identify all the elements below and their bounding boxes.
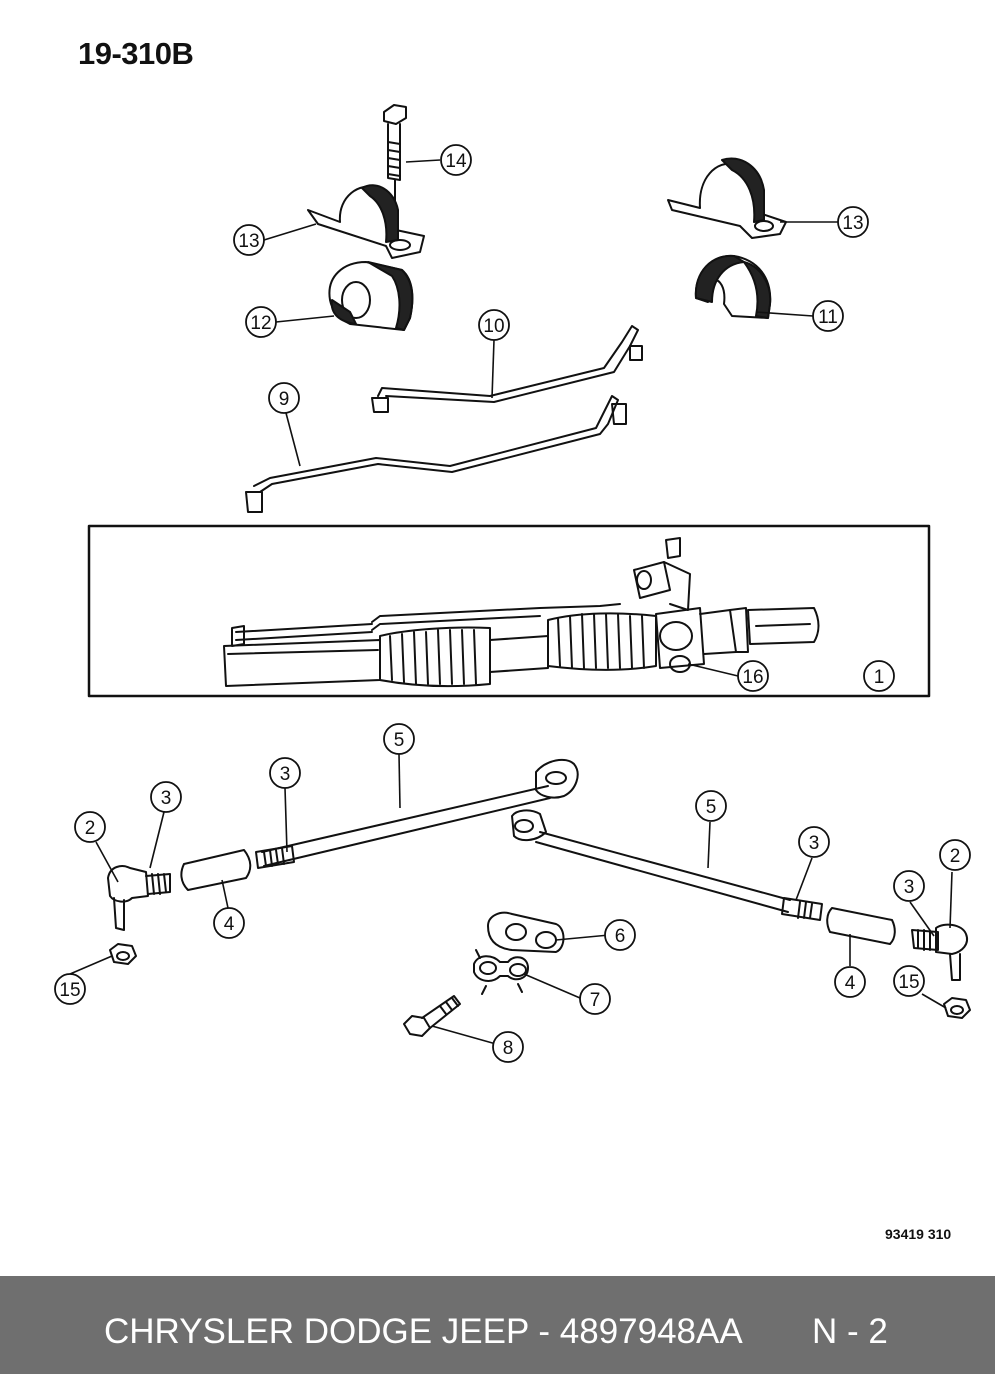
- tie-rod-end-right: [911, 923, 968, 981]
- adjuster-sleeve-left: [180, 849, 252, 891]
- leader-lines: [69, 159, 953, 1045]
- callout-label: 3: [280, 764, 291, 785]
- footer-title: CHRYSLER DODGE JEEP - 4897948AA: [104, 1312, 743, 1351]
- callout-15a: 15: [54, 973, 86, 1005]
- callout-label: 4: [224, 914, 235, 935]
- callout-4a: 4: [213, 907, 245, 939]
- mounting-plate: [487, 911, 565, 953]
- callout-label: 15: [59, 980, 80, 1001]
- callout-10: 10: [478, 309, 510, 341]
- tie-rod-right: [511, 809, 823, 921]
- steering-gear-rack: [223, 537, 820, 688]
- callout-label: 14: [445, 151, 467, 172]
- callout-12: 12: [245, 306, 277, 338]
- callout-2a: 2: [74, 811, 106, 843]
- nut-left: [109, 943, 137, 965]
- callout-label: 3: [904, 877, 915, 898]
- bushing-right: [694, 254, 772, 319]
- pressure-tube-upper: [371, 325, 643, 413]
- callout-5b: 5: [695, 790, 727, 822]
- callout-3a: 3: [269, 757, 301, 789]
- footer-page-number: N - 2: [812, 1312, 888, 1351]
- callout-6: 6: [604, 919, 636, 951]
- callout-label: 3: [161, 788, 172, 809]
- nut-right: [943, 997, 971, 1019]
- tie-rod-bolt: [403, 995, 461, 1037]
- return-tube-lower: [245, 395, 627, 513]
- callout-label: 12: [250, 313, 271, 334]
- callout-label: 5: [706, 797, 717, 818]
- lock-plate: [473, 949, 529, 995]
- callout-label: 16: [742, 667, 763, 688]
- callout-7: 7: [579, 983, 611, 1015]
- footer-bar: [0, 1276, 995, 1374]
- callout-label: 5: [394, 730, 405, 751]
- bushing-left: [328, 261, 414, 331]
- callout-16: 16: [737, 660, 769, 692]
- callout-label: 7: [590, 990, 601, 1011]
- callout-label: 15: [898, 972, 919, 993]
- tie-rod-end-left: [107, 865, 171, 931]
- page-code: 19-310B: [78, 36, 194, 71]
- callout-5a: 5: [383, 723, 415, 755]
- callout-label: 11: [818, 307, 838, 328]
- clamp-bracket-left: [307, 184, 425, 259]
- callout-bubbles: 14 13 12 13 11 10 9 16 1 5 3 3 2 4 15 5 …: [54, 144, 971, 1063]
- callout-13a: 13: [233, 224, 265, 256]
- adjuster-sleeve-right: [826, 907, 896, 945]
- callout-3c: 3: [798, 826, 830, 858]
- callout-3d: 3: [893, 870, 925, 902]
- callout-label: 9: [279, 389, 290, 410]
- drawing-reference-number: 93419 310: [885, 1226, 952, 1242]
- callout-label: 3: [809, 833, 820, 854]
- clamp-bracket-right: [667, 157, 787, 239]
- callout-13b: 13: [837, 206, 869, 238]
- callout-label: 2: [85, 818, 96, 839]
- callout-label: 4: [845, 973, 856, 994]
- callout-label: 13: [842, 213, 863, 234]
- callout-14: 14: [440, 144, 472, 176]
- callout-2b: 2: [939, 839, 971, 871]
- callout-label: 1: [874, 667, 885, 688]
- callout-9: 9: [268, 382, 300, 414]
- callout-label: 6: [615, 926, 626, 947]
- callout-8: 8: [492, 1031, 524, 1063]
- callout-4b: 4: [834, 966, 866, 998]
- callout-label: 2: [950, 846, 961, 867]
- rack-assembly-frame: [87, 524, 931, 698]
- callout-1: 1: [863, 660, 895, 692]
- callout-label: 13: [238, 231, 259, 252]
- tie-rod-left: [255, 758, 579, 869]
- callout-11: 11: [812, 300, 844, 332]
- bolt-part: [383, 104, 407, 239]
- callout-label: 10: [483, 316, 504, 337]
- callout-15b: 15: [893, 965, 925, 997]
- callout-label: 8: [503, 1038, 514, 1059]
- callout-3b: 3: [150, 781, 182, 813]
